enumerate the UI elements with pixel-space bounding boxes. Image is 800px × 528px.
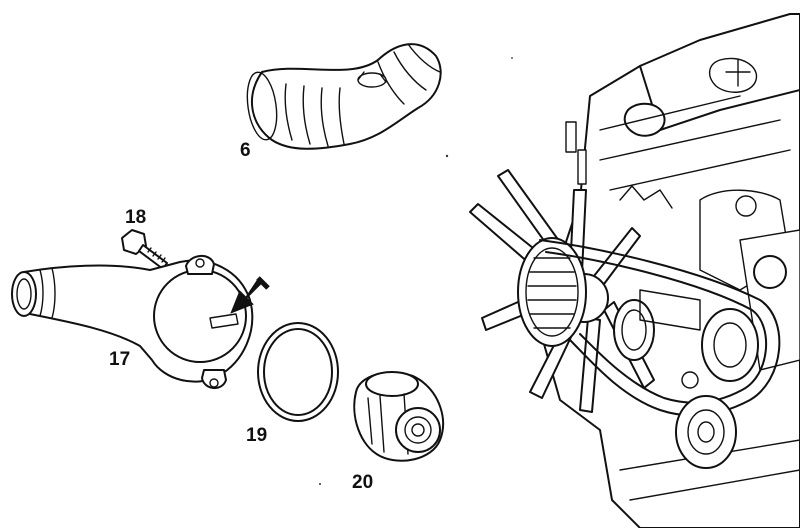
callout-17-housing: 17 (109, 349, 131, 370)
thermostat (353, 371, 445, 462)
drive-belt (539, 239, 781, 469)
callout-20-thermostat: 20 (352, 472, 374, 493)
engine-block (539, 13, 800, 528)
bolt (121, 229, 168, 270)
fan-pulley (517, 237, 655, 361)
callout-19-seal-ring: 19 (246, 425, 268, 446)
seal-ring (257, 322, 339, 422)
thermostat-housing (11, 255, 254, 389)
scan-speckles (319, 57, 513, 485)
callout-6-hose: 6 (240, 140, 251, 161)
arrow-pointer (230, 276, 270, 314)
callout-18-bolt: 18 (125, 207, 147, 228)
coolant-hose (246, 43, 442, 150)
